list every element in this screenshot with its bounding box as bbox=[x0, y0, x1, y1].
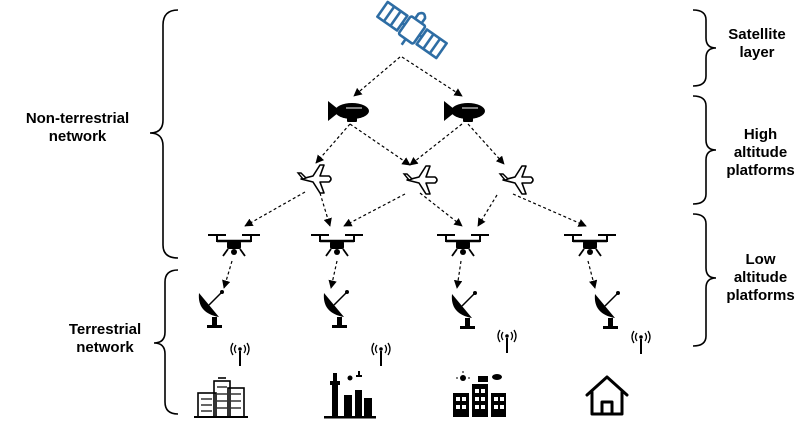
cell-tower-icon bbox=[371, 342, 391, 367]
label-line: Satellite bbox=[728, 26, 786, 43]
satellite-dish-icon bbox=[451, 290, 478, 330]
brace-low-altitude bbox=[692, 213, 717, 347]
label-line: Low bbox=[745, 251, 776, 268]
airplane-icon bbox=[403, 165, 438, 195]
label-line: network bbox=[76, 339, 134, 356]
airplane-icon bbox=[499, 165, 534, 195]
label-line: platforms bbox=[726, 287, 795, 304]
brace-high-altitude bbox=[692, 95, 717, 205]
brace-satellite-layer bbox=[692, 9, 717, 87]
label-line: network bbox=[48, 128, 107, 145]
label-satellite-layer: Satellite layer bbox=[712, 26, 802, 62]
drone-icon bbox=[206, 233, 262, 258]
drone-icon bbox=[562, 233, 618, 258]
cell-tower-icon bbox=[631, 330, 651, 355]
satellite-dish-icon bbox=[323, 289, 350, 329]
label-high-altitude-platforms: High altitude platforms bbox=[712, 126, 809, 180]
label-line: High bbox=[743, 126, 778, 143]
label-terrestrial-network: Terrestrial network bbox=[40, 321, 170, 357]
cell-tower-icon bbox=[497, 329, 517, 354]
airship-icon bbox=[327, 100, 370, 123]
airship-icon bbox=[443, 100, 486, 123]
label-line: platforms bbox=[726, 162, 795, 179]
drone-icon bbox=[435, 233, 491, 258]
drone-icon bbox=[309, 233, 365, 258]
label-low-altitude-platforms: Low altitude platforms bbox=[712, 251, 809, 305]
label-line: Non-terrestrial bbox=[25, 110, 130, 127]
industry-icon bbox=[324, 371, 376, 419]
link-arrows bbox=[222, 56, 598, 289]
label-line: altitude bbox=[733, 144, 788, 161]
satellite-dish-icon bbox=[594, 290, 621, 330]
house-icon bbox=[585, 375, 629, 416]
brace-non-terrestrial bbox=[149, 9, 179, 259]
label-line: Terrestrial bbox=[68, 321, 142, 338]
satellite-icon bbox=[376, 0, 448, 60]
apartment-icon bbox=[453, 371, 506, 417]
brace-terrestrial bbox=[153, 269, 179, 415]
cell-tower-icon bbox=[230, 342, 250, 367]
label-non-terrestrial-network: Non-terrestrial network bbox=[0, 110, 155, 146]
label-line: altitude bbox=[733, 269, 788, 286]
airplane-icon bbox=[297, 164, 332, 194]
label-line: layer bbox=[739, 44, 775, 61]
office-buildings-icon bbox=[194, 377, 248, 418]
satellite-dish-icon bbox=[198, 289, 225, 329]
